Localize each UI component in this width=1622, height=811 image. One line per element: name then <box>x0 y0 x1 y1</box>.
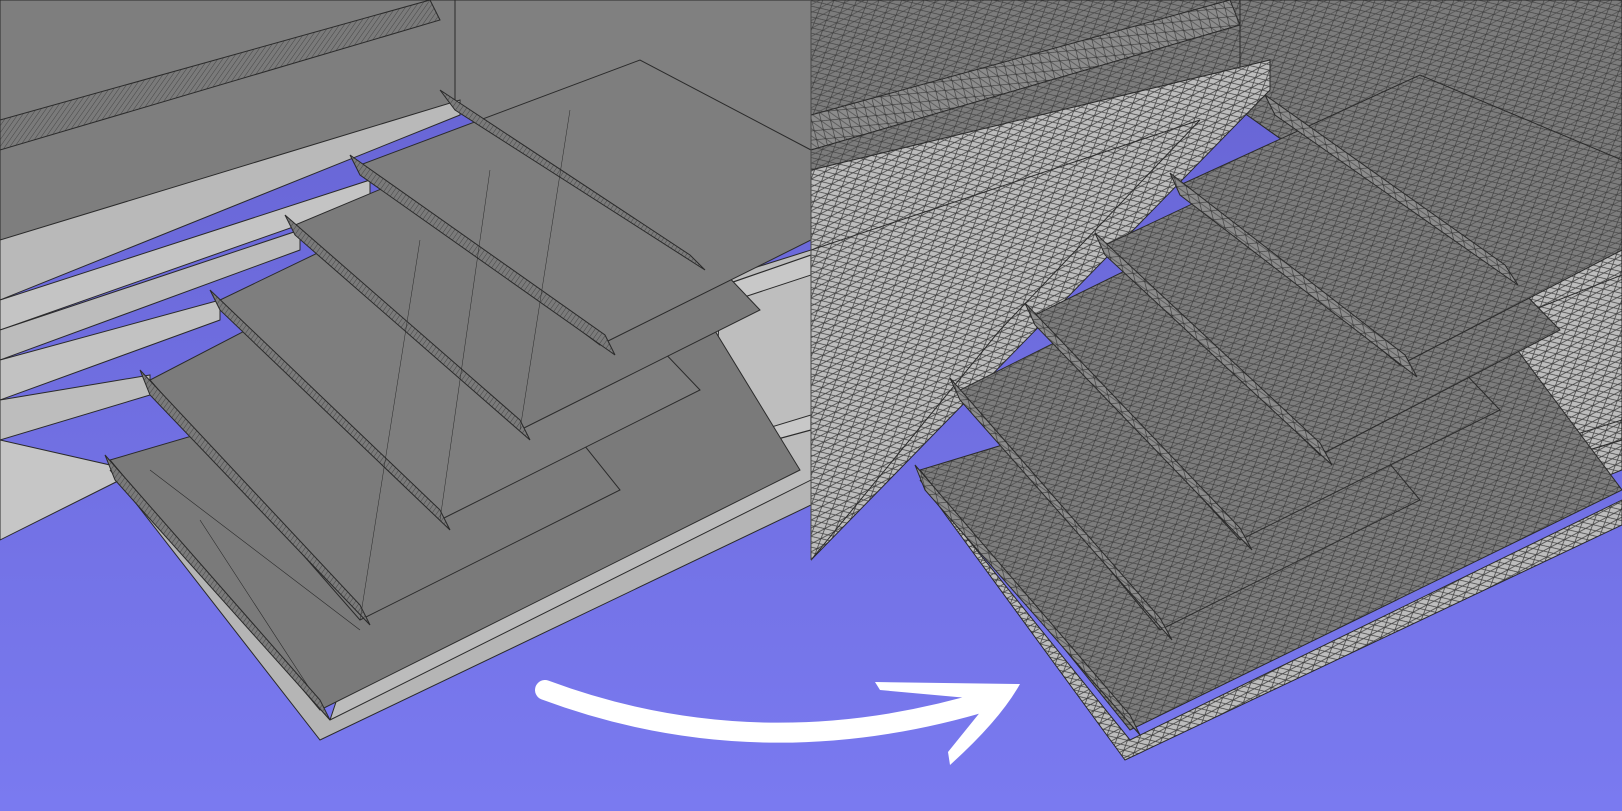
curved-arrow-right-icon <box>535 680 1020 765</box>
after-panel-fine-staircase <box>811 0 1622 761</box>
fine-steps <box>949 74 1622 641</box>
coarse-steps <box>139 59 811 721</box>
before-panel-coarse-staircase <box>0 0 811 741</box>
